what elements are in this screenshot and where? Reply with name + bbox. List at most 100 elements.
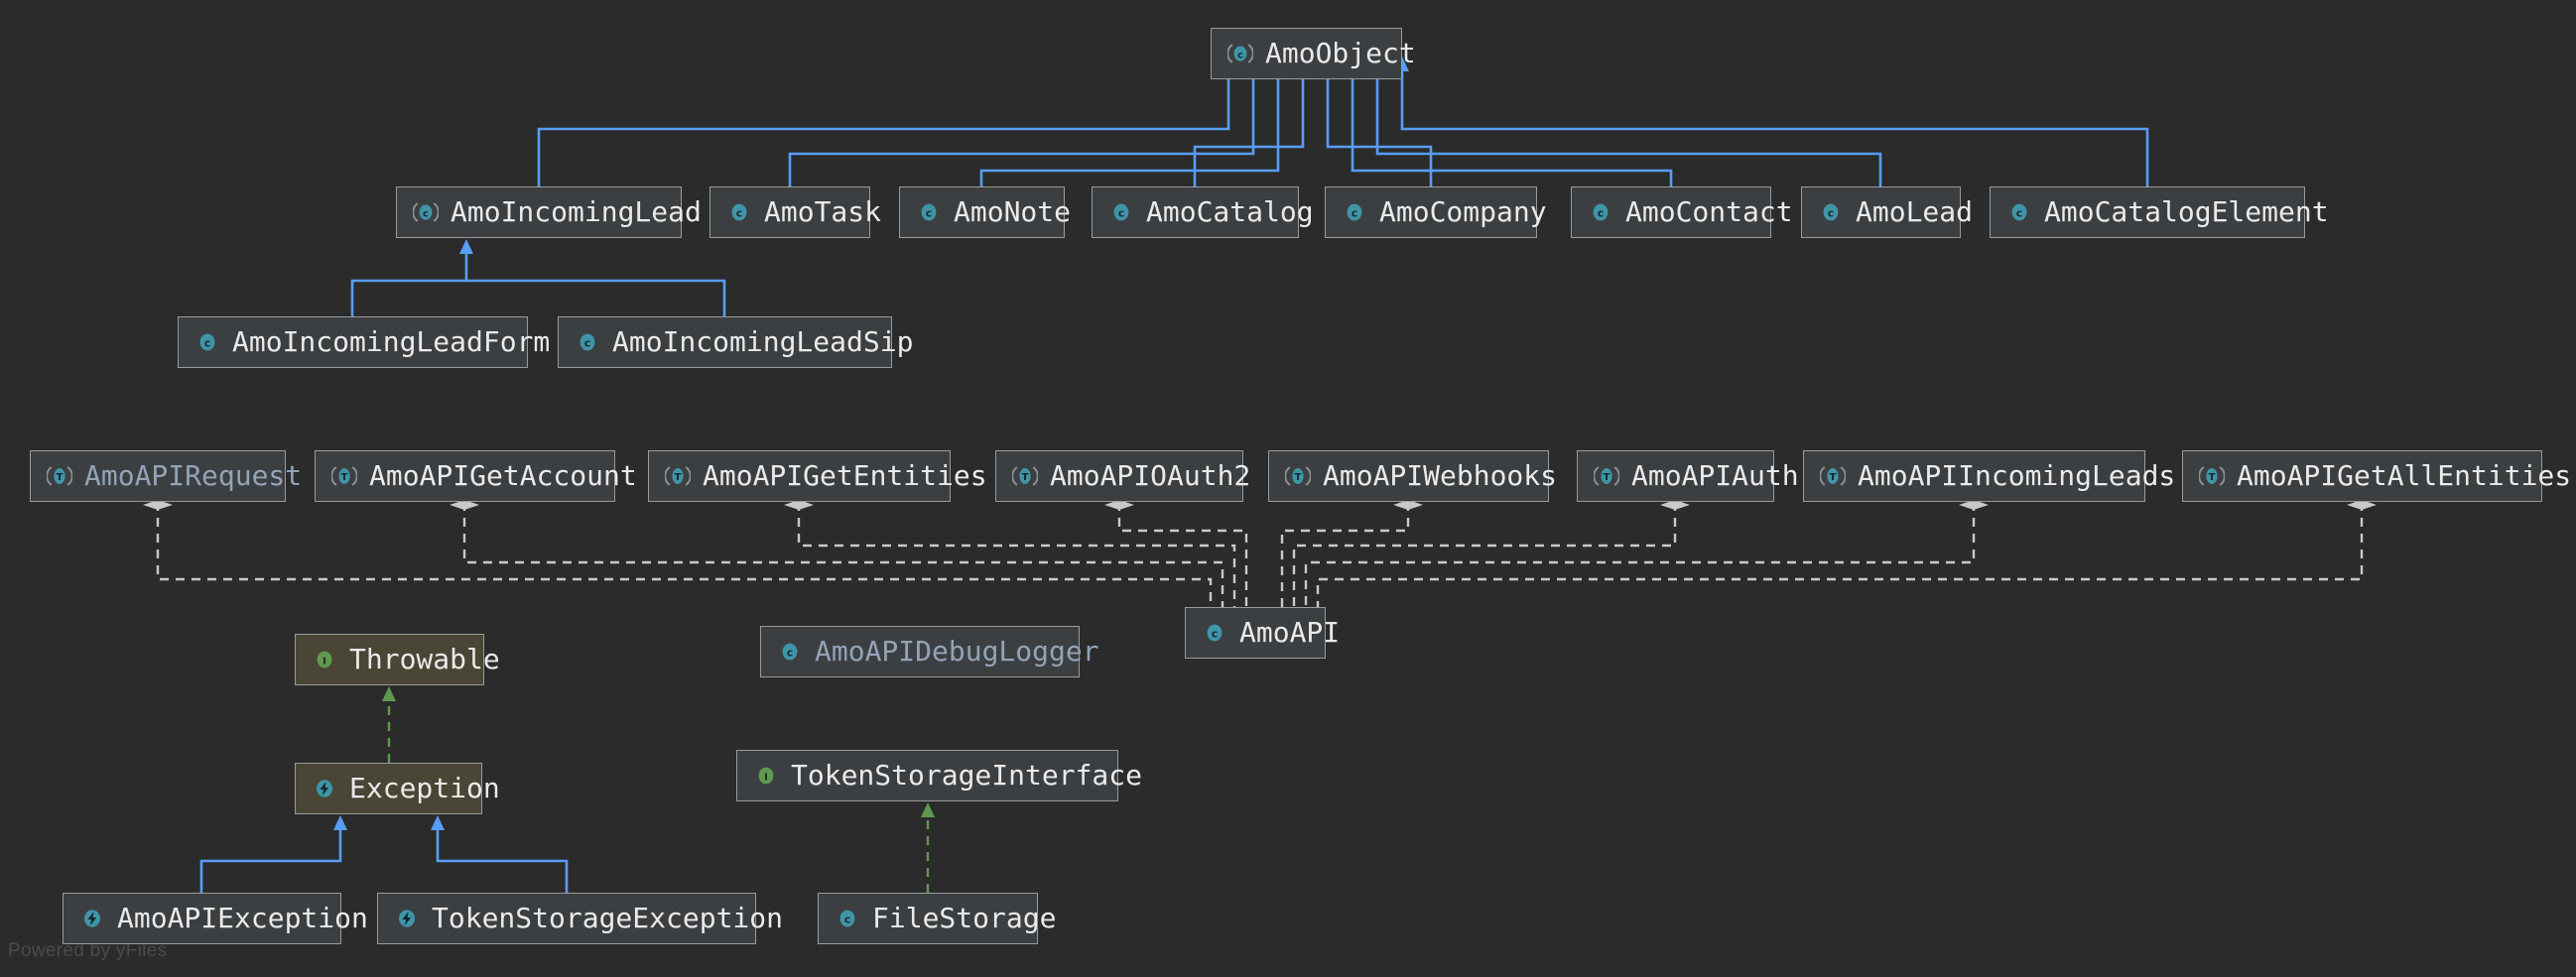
class-node-exception[interactable]: Exception <box>295 763 500 814</box>
class-node-label: AmoAPIGetEntities <box>703 459 987 492</box>
trait-icon: T <box>1820 463 1846 489</box>
class-icon: c <box>1588 199 1613 225</box>
svg-text:T: T <box>1022 472 1029 483</box>
class-node-label: TokenStorageException <box>432 902 784 934</box>
class-icon: c <box>835 906 860 931</box>
svg-text:T: T <box>1830 472 1837 483</box>
class-node-label: AmoAPIGetAllEntities <box>2237 459 2572 492</box>
class-node-label: AmoAPI <box>1239 616 1341 649</box>
class-node-label: AmoTask <box>764 195 882 228</box>
class-icon: c <box>2006 199 2032 225</box>
trait-icon: T <box>1594 463 1619 489</box>
trait-icon: T <box>47 463 72 489</box>
inheritance-edges-amoincominglead <box>350 239 726 316</box>
svg-text:T: T <box>57 472 64 483</box>
class-node-label: AmoCatalogElement <box>2044 195 2329 228</box>
svg-text:c: c <box>926 207 933 220</box>
exception-icon <box>79 906 105 931</box>
class-node-throwable[interactable]: I Throwable <box>295 634 500 685</box>
svg-text:c: c <box>2016 207 2023 220</box>
interface-icon: I <box>312 647 337 672</box>
class-node-amoapigetaccount[interactable]: T AmoAPIGetAccount <box>315 450 637 502</box>
class-icon: c <box>194 329 220 355</box>
class-node-label: AmoAPIAuth <box>1631 459 1799 492</box>
svg-text:I: I <box>322 656 326 667</box>
class-node-tokenstorageinterface[interactable]: I TokenStorageInterface <box>736 750 1142 801</box>
yfiles-watermark: Powered by yFiles <box>8 940 168 961</box>
class-node-label: FileStorage <box>872 902 1057 934</box>
class-node-amoincomingleadform[interactable]: c AmoIncomingLeadForm <box>178 316 550 368</box>
class-node-amocompany[interactable]: c AmoCompany <box>1325 186 1547 238</box>
class-node-label: AmoAPIRequest <box>84 459 303 492</box>
svg-text:c: c <box>1352 207 1358 220</box>
svg-text:T: T <box>341 472 348 483</box>
class-node-amoapirequest[interactable]: T AmoAPIRequest <box>30 450 302 502</box>
svg-text:c: c <box>787 647 794 660</box>
class-node-label: Exception <box>349 772 500 804</box>
class-node-amocatalogelement[interactable]: c AmoCatalogElement <box>1990 186 2329 238</box>
class-node-label: AmoIncomingLeadSip <box>612 325 914 358</box>
class-node-label: AmoAPIOAuth2 <box>1050 459 1251 492</box>
class-node-amocontact[interactable]: c AmoContact <box>1571 186 1793 238</box>
class-icon: c <box>1202 620 1227 646</box>
class-node-label: AmoAPIGetAccount <box>369 459 637 492</box>
svg-text:T: T <box>675 472 682 483</box>
class-node-tokenstorageexception[interactable]: TokenStorageException <box>377 893 783 944</box>
class-node-label: Throwable <box>349 643 500 675</box>
class-icon: c <box>916 199 942 225</box>
trait-icon: T <box>665 463 691 489</box>
class-node-label: AmoNote <box>954 195 1072 228</box>
svg-text:T: T <box>1604 472 1610 483</box>
class-node-label: AmoAPIException <box>117 902 368 934</box>
inheritance-edges-exception <box>199 815 569 893</box>
svg-text:c: c <box>1212 628 1219 641</box>
exception-icon <box>312 776 337 801</box>
class-node-amoobject[interactable]: c AmoObject <box>1211 28 1416 79</box>
svg-text:c: c <box>844 914 851 926</box>
class-icon: c <box>1342 199 1367 225</box>
class-node-label: AmoAPIIncomingLeads <box>1858 459 2176 492</box>
class-node-label: AmoIncomingLeadForm <box>232 325 551 358</box>
class-node-amoapigetentities[interactable]: T AmoAPIGetEntities <box>648 450 987 502</box>
class-node-label: TokenStorageInterface <box>791 759 1143 792</box>
class-node-label: AmoCatalog <box>1146 195 1314 228</box>
svg-text:c: c <box>1598 207 1605 220</box>
class-icon: c <box>575 329 600 355</box>
svg-text:c: c <box>736 207 743 220</box>
class-node-amoapioauth2[interactable]: T AmoAPIOAuth2 <box>995 450 1250 502</box>
class-icon: c <box>1108 199 1134 225</box>
class-node-amoapiauth[interactable]: T AmoAPIAuth <box>1577 450 1799 502</box>
svg-text:c: c <box>1828 207 1835 220</box>
class-node-amoapi[interactable]: c AmoAPI <box>1185 607 1340 659</box>
class-node-amotask[interactable]: c AmoTask <box>709 186 881 238</box>
class-node-amonote[interactable]: c AmoNote <box>899 186 1071 238</box>
class-node-amoapigetallentities[interactable]: T AmoAPIGetAllEntities <box>2182 450 2571 502</box>
trait-icon: T <box>1285 463 1311 489</box>
inheritance-edges-amoobject <box>537 57 2149 186</box>
class-node-amoincomingleadsip[interactable]: c AmoIncomingLeadSip <box>558 316 913 368</box>
svg-text:c: c <box>584 337 591 350</box>
class-node-label: AmoObject <box>1265 37 1416 69</box>
svg-text:I: I <box>764 772 768 783</box>
svg-text:c: c <box>1237 50 1243 61</box>
class-node-filestorage[interactable]: c FileStorage <box>818 893 1056 944</box>
exception-icon <box>394 906 420 931</box>
trait-icon: T <box>1012 463 1038 489</box>
class-node-amocatalog[interactable]: c AmoCatalog <box>1092 186 1314 238</box>
class-node-amoapiexception[interactable]: AmoAPIException <box>63 893 368 944</box>
svg-text:T: T <box>2209 472 2216 483</box>
abstract-class-icon: c <box>1227 41 1253 66</box>
svg-text:T: T <box>1295 472 1302 483</box>
class-node-label: AmoContact <box>1625 195 1793 228</box>
svg-text:c: c <box>423 208 429 219</box>
trait-icon: T <box>2199 463 2225 489</box>
abstract-class-icon: c <box>413 199 439 225</box>
class-node-label: AmoCompany <box>1379 195 1547 228</box>
class-node-amoapiincomingleads[interactable]: T AmoAPIIncomingLeads <box>1803 450 2175 502</box>
trait-usage-edges <box>143 500 2377 607</box>
svg-text:c: c <box>1118 207 1125 220</box>
